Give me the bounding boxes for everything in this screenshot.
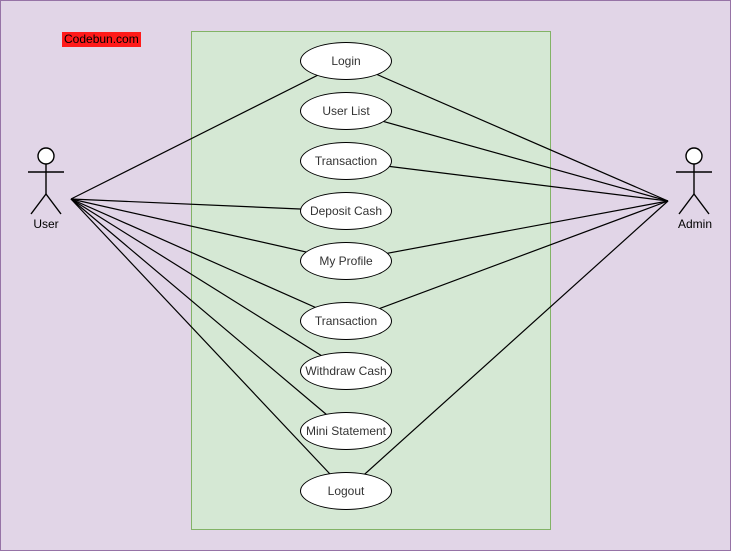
connection-admin-transaction-1 (345, 160, 669, 202)
admin-actor-label: Admin (677, 217, 712, 231)
user-actor-icon[interactable] (28, 147, 64, 215)
user-actor-label: User (33, 217, 59, 231)
usecase-label: Mini Statement (305, 424, 387, 438)
usecase-label: Transaction (314, 314, 378, 328)
connection-user-login (70, 60, 347, 200)
watermark-label: Codebun.com (62, 32, 141, 47)
usecase-deposit-cash[interactable]: Deposit Cash (300, 192, 392, 230)
usecase-label: Transaction (314, 154, 378, 168)
connection-user-mini-statement (70, 198, 347, 432)
usecase-label: User List (322, 104, 370, 118)
connection-admin-login (345, 60, 669, 202)
connection-admin-user-list (345, 110, 669, 202)
connection-user-withdraw-cash (70, 198, 347, 372)
connection-lines (70, 60, 669, 492)
usecase-login[interactable]: Login (300, 42, 392, 80)
usecase-label: Deposit Cash (309, 204, 383, 218)
connection-admin-logout (345, 200, 669, 492)
admin-actor-icon[interactable] (676, 147, 712, 215)
usecase-label: Withdraw Cash (305, 364, 387, 378)
connection-admin-my-profile (345, 200, 669, 262)
usecase-label: Logout (327, 484, 365, 498)
connection-user-transaction-2 (70, 198, 347, 322)
usecase-user-list[interactable]: User List (300, 92, 392, 130)
usecase-my-profile[interactable]: My Profile (300, 242, 392, 280)
connection-user-my-profile (70, 198, 347, 262)
usecase-label: Login (331, 54, 361, 68)
connection-admin-transaction-2 (345, 200, 669, 322)
usecase-transaction-2[interactable]: Transaction (300, 302, 392, 340)
usecase-transaction-1[interactable]: Transaction (300, 142, 392, 180)
usecase-withdraw-cash[interactable]: Withdraw Cash (300, 352, 392, 390)
usecase-label: My Profile (319, 254, 373, 268)
usecase-mini-statement[interactable]: Mini Statement (300, 412, 392, 450)
usecase-logout[interactable]: Logout (300, 472, 392, 510)
connection-user-logout (70, 198, 347, 492)
